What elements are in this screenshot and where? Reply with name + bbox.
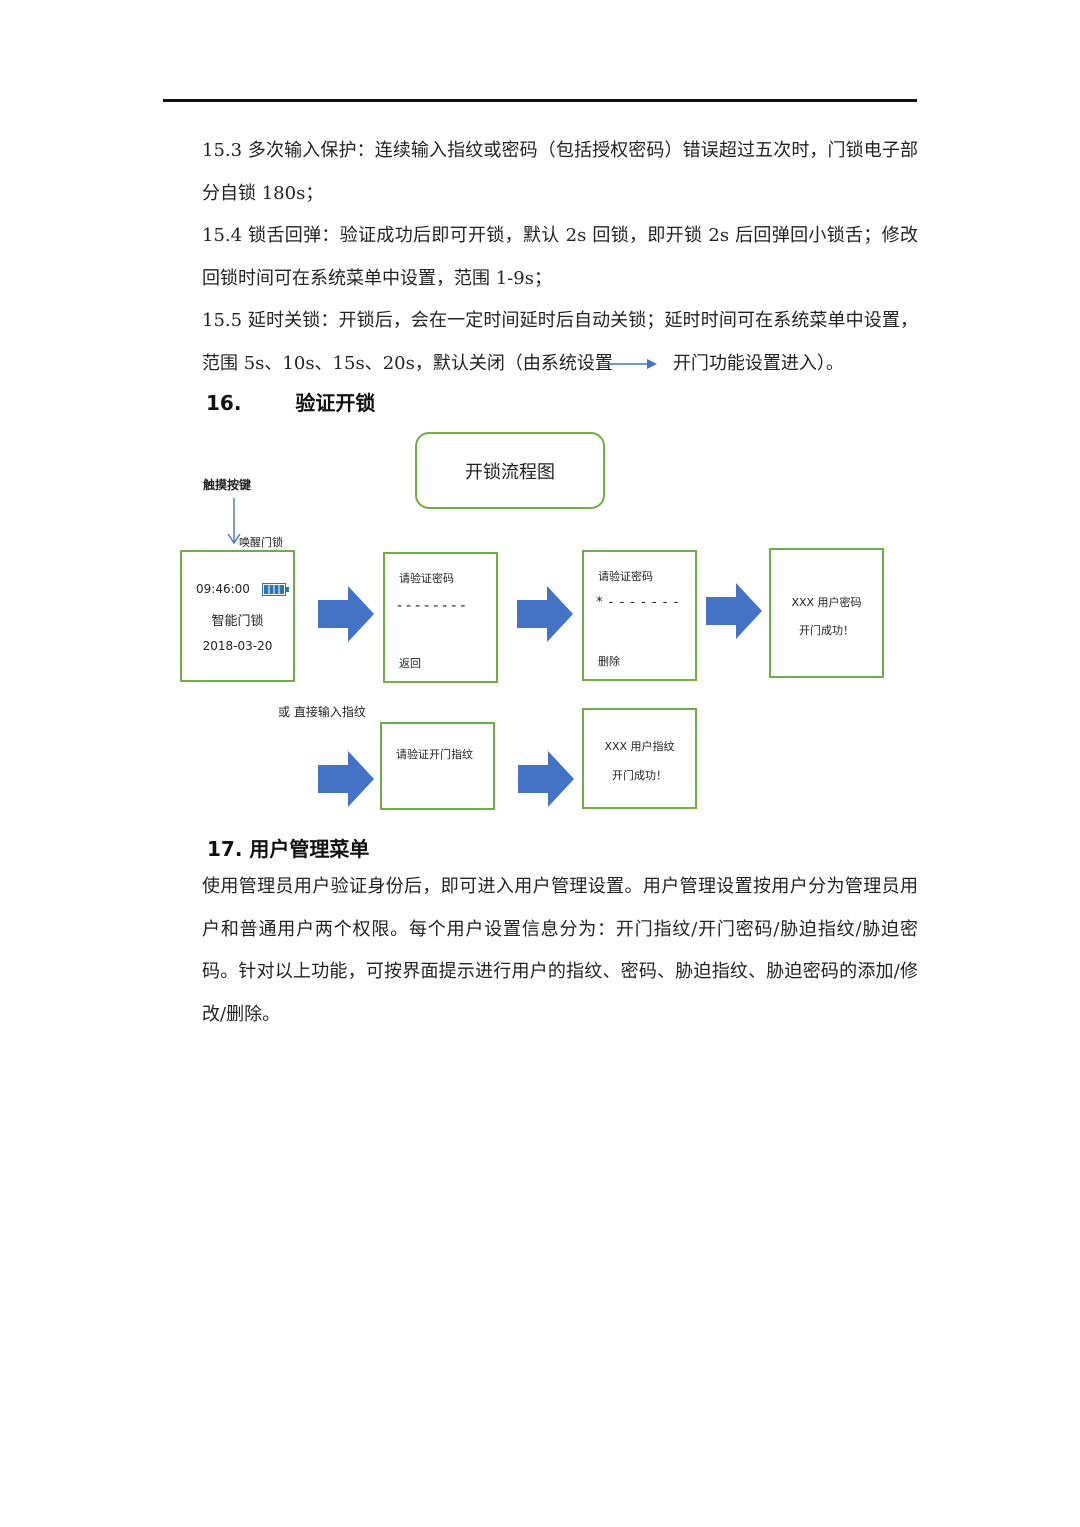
password-success-screen: XXX 用户密码 开门成功！: [769, 548, 884, 678]
paragraph-15-3: 15.3 多次输入保护：连续输入指纹或密码（包括授权密码）错误超过五次时，门锁电…: [202, 140, 918, 204]
home-screen: 09:46:00 智能门锁 2018-03-20: [180, 550, 295, 682]
right-arrow-icon: [518, 751, 574, 807]
fingerprint-screen: 请验证开门指纹: [380, 722, 495, 810]
paragraph-15-5: 15.5 延时关锁：开锁后，会在一定时间延时后自动关锁；延时时间可在系统菜单中设…: [202, 300, 918, 385]
home-name: 智能门锁: [211, 614, 264, 629]
fingerprint-prompt: 请验证开门指纹: [396, 748, 473, 761]
inline-arrow-icon: [606, 358, 657, 369]
section-16-title: 验证开锁: [295, 391, 376, 415]
password-dashes: --------: [397, 598, 470, 614]
password-prompt: 请验证密码: [399, 572, 454, 585]
back-button[interactable]: 返回: [399, 657, 421, 670]
password-screen: 请验证密码 -------- 返回: [383, 552, 498, 683]
fingerprint-success-screen: XXX 用户指纹 开门成功！: [582, 708, 697, 809]
trigger-label: 触摸按键: [203, 478, 252, 492]
section-17-body: 使用管理员用户验证身份后，即可进入用户管理设置。用户管理设置按用户分为管理员用户…: [202, 876, 918, 1025]
fingerprint-success-line1: XXX 用户指纹: [604, 740, 675, 753]
section-16-heading: 16. 验证开锁: [206, 387, 375, 416]
right-arrow-icon: [517, 586, 573, 642]
home-date: 2018-03-20: [202, 639, 273, 653]
wake-label: 唤醒门锁: [239, 536, 283, 549]
right-arrow-icon: [318, 586, 374, 642]
paragraph-15-5-part1: 15.5 延时关锁：开锁后，会在一定时间延时后自动关锁；延时时间可在系统菜单中设…: [202, 310, 918, 374]
password-entry-screen: 请验证密码 * - - - - - - - 删除: [582, 550, 697, 681]
down-arrow-icon: [227, 498, 241, 545]
header-rule: [163, 99, 917, 102]
fingerprint-success-line2: 开门成功！: [612, 769, 667, 782]
battery-icon: [262, 583, 289, 596]
password-entry-prompt: 请验证密码: [598, 570, 653, 583]
paragraph-15-4: 15.4 锁舌回弹：验证成功后即可开锁，默认 2s 回锁，即开锁 2s 后回弹回…: [202, 225, 918, 289]
section-16-number: 16.: [206, 391, 242, 415]
password-entry-field: * - - - - - - -: [596, 595, 680, 610]
flowchart-title: 开锁流程图: [415, 432, 605, 509]
right-arrow-icon: [318, 751, 374, 807]
paragraph-15-5-part2: 开门功能设置进入）。: [672, 352, 844, 374]
password-success-line1: XXX 用户密码: [791, 596, 862, 609]
password-success-line2: 开门成功！: [799, 624, 854, 637]
alt-path-label: 或 直接输入指纹: [278, 705, 366, 719]
right-arrow-icon: [706, 583, 762, 639]
home-time: 09:46:00: [196, 582, 250, 596]
delete-button[interactable]: 删除: [598, 655, 620, 668]
section-17-heading: 17. 用户管理菜单: [207, 837, 370, 861]
